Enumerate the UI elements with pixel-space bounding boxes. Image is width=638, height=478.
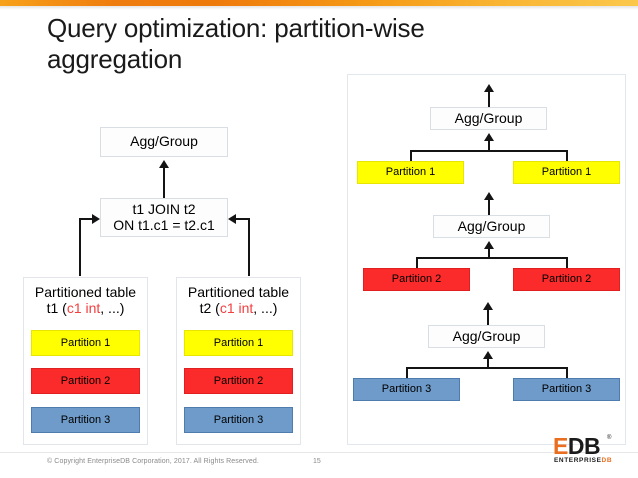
left-connector-t1-to-join: [79, 218, 81, 276]
right-connector-bus-1: [410, 150, 568, 152]
right-connector-left-drop-1: [410, 150, 412, 162]
left-connector-t1-to-join-h: [79, 218, 93, 220]
left-arrowhead-t2-to-join: [228, 214, 236, 224]
accent-bar: [0, 0, 638, 6]
right-connector-output-2: [488, 199, 490, 215]
t2-partition-1: Partition 1: [184, 330, 293, 356]
right-agg-group-1: Agg/Group: [430, 107, 547, 130]
left-connector-join-to-agg: [163, 168, 165, 198]
partitioned-table-t2-title: Partitioned table t2 (c1 int, ...): [187, 284, 290, 316]
right-arrowhead-output-1: [484, 84, 494, 92]
right-agg-group-3: Agg/Group: [428, 325, 545, 348]
right-right-partition-2: Partition 2: [513, 268, 620, 291]
right-connector-into-agg-3: [487, 358, 489, 369]
right-connector-output-1: [488, 90, 490, 107]
right-connector-bus-3: [406, 367, 568, 369]
t2-column-name: c1 int: [219, 300, 254, 316]
page-title: Query optimization: partition-wise aggre…: [47, 13, 425, 74]
left-join-label-line1: t1 JOIN t2: [132, 200, 196, 217]
right-agg-group-2: Agg/Group: [433, 215, 550, 238]
right-connector-right-drop-3: [566, 367, 568, 379]
right-connector-output-3: [487, 309, 489, 325]
right-connector-right-drop-1: [566, 150, 568, 162]
right-arrowhead-output-2: [484, 192, 494, 200]
right-right-partition-3: Partition 3: [513, 378, 620, 401]
edb-logo-tagline: ENTERPRISEDB: [554, 457, 613, 464]
right-left-partition-2: Partition 2: [363, 268, 470, 291]
left-agg-group-node: Agg/Group: [100, 127, 228, 157]
right-connector-bus-2: [416, 257, 568, 259]
edb-logo-wordmark: EDB: [553, 433, 601, 459]
left-connector-t2-to-join: [248, 218, 250, 276]
right-connector-left-drop-2: [416, 257, 418, 269]
edb-logo: EDB ® ENTERPRISEDB: [553, 434, 623, 468]
t1-partition-2: Partition 2: [31, 368, 140, 394]
right-left-partition-1: Partition 1: [357, 161, 464, 184]
left-arrowhead-join-to-agg: [159, 160, 169, 168]
t2-partition-3: Partition 3: [184, 407, 293, 433]
left-connector-t2-to-join-h: [235, 218, 249, 220]
right-arrowhead-into-agg-1: [484, 133, 494, 141]
left-join-node: t1 JOIN t2 ON t1.c1 = t2.c1: [100, 198, 228, 237]
t2-partition-2: Partition 2: [184, 368, 293, 394]
edb-logo-letter-e: E: [553, 433, 568, 459]
right-left-partition-3: Partition 3: [353, 378, 460, 401]
right-arrowhead-output-3: [483, 302, 493, 310]
t1-partition-1: Partition 1: [31, 330, 140, 356]
partitioned-table-t1-title: Partitioned table t1 (c1 int, ...): [34, 284, 137, 316]
right-right-partition-1: Partition 1: [513, 161, 620, 184]
edb-logo-trademark-icon: ®: [607, 435, 612, 441]
footer-copyright: © Copyright EnterpriseDB Corporation, 20…: [47, 458, 259, 465]
right-arrowhead-into-agg-2: [484, 241, 494, 249]
right-connector-left-drop-3: [406, 367, 408, 379]
footer-divider: [0, 452, 638, 453]
t1-partition-3: Partition 3: [31, 407, 140, 433]
t1-column-name: c1 int: [66, 300, 101, 316]
edb-logo-letters-db: DB: [567, 433, 601, 459]
right-connector-right-drop-2: [566, 257, 568, 269]
right-connector-into-agg-2: [488, 248, 490, 259]
left-arrowhead-t1-to-join: [92, 214, 100, 224]
right-connector-into-agg-1: [488, 140, 490, 152]
left-join-label-line2: ON t1.c1 = t2.c1: [113, 216, 215, 233]
footer-page-number: 15: [313, 458, 321, 465]
accent-bar-shadow: [0, 6, 638, 10]
right-arrowhead-into-agg-3: [483, 351, 493, 359]
left-agg-group-label: Agg/Group: [130, 133, 198, 150]
